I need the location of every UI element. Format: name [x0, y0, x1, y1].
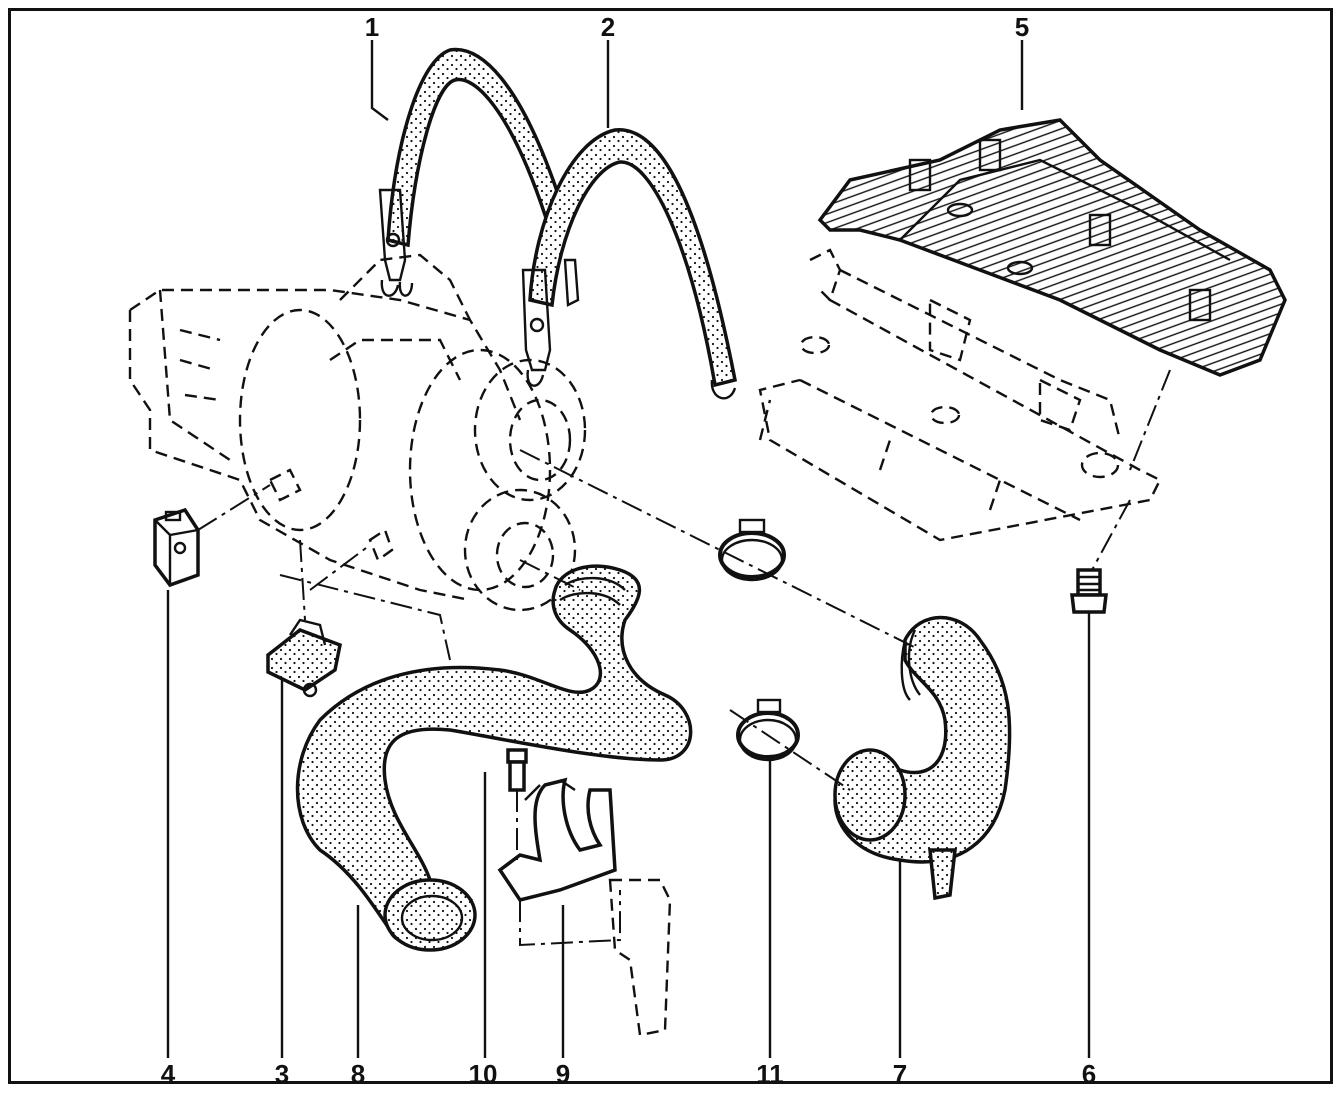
callout-1: 1 [365, 12, 379, 42]
callout-4: 4 [161, 1059, 176, 1089]
part-6-bolt [1070, 568, 1108, 614]
callout-11: 11 [756, 1059, 784, 1089]
part-7-elbow-hose [833, 615, 1012, 901]
callout-3: 3 [275, 1059, 289, 1089]
part-8-intake-hose [295, 564, 693, 952]
callout-10: 10 [469, 1059, 498, 1089]
callout-leaders [166, 40, 1091, 1058]
part-10-bolt [506, 748, 528, 792]
part-4-rubber-mount [153, 507, 200, 588]
cylinder-head-phantom [758, 248, 1162, 542]
part-9-clip-bracket [497, 777, 672, 1037]
part-3-bracket [266, 618, 343, 698]
part-1-strap [378, 47, 563, 297]
callout-2: 2 [601, 12, 615, 42]
turbocharger-phantom [128, 253, 587, 612]
callout-9: 9 [556, 1059, 570, 1089]
callout-8: 8 [351, 1059, 365, 1089]
callout-7: 7 [893, 1059, 907, 1089]
diagram-frame [8, 8, 1333, 1084]
part-5-heat-shield [817, 118, 1287, 377]
part-2-strap [521, 128, 738, 400]
callout-5: 5 [1015, 12, 1029, 42]
callout-6: 6 [1082, 1059, 1096, 1089]
callout-labels: 1 2 3 4 5 6 7 8 9 10 11 [161, 12, 1096, 1089]
assembly-lines [197, 369, 1171, 947]
part-11-hose-clamps [718, 518, 800, 762]
